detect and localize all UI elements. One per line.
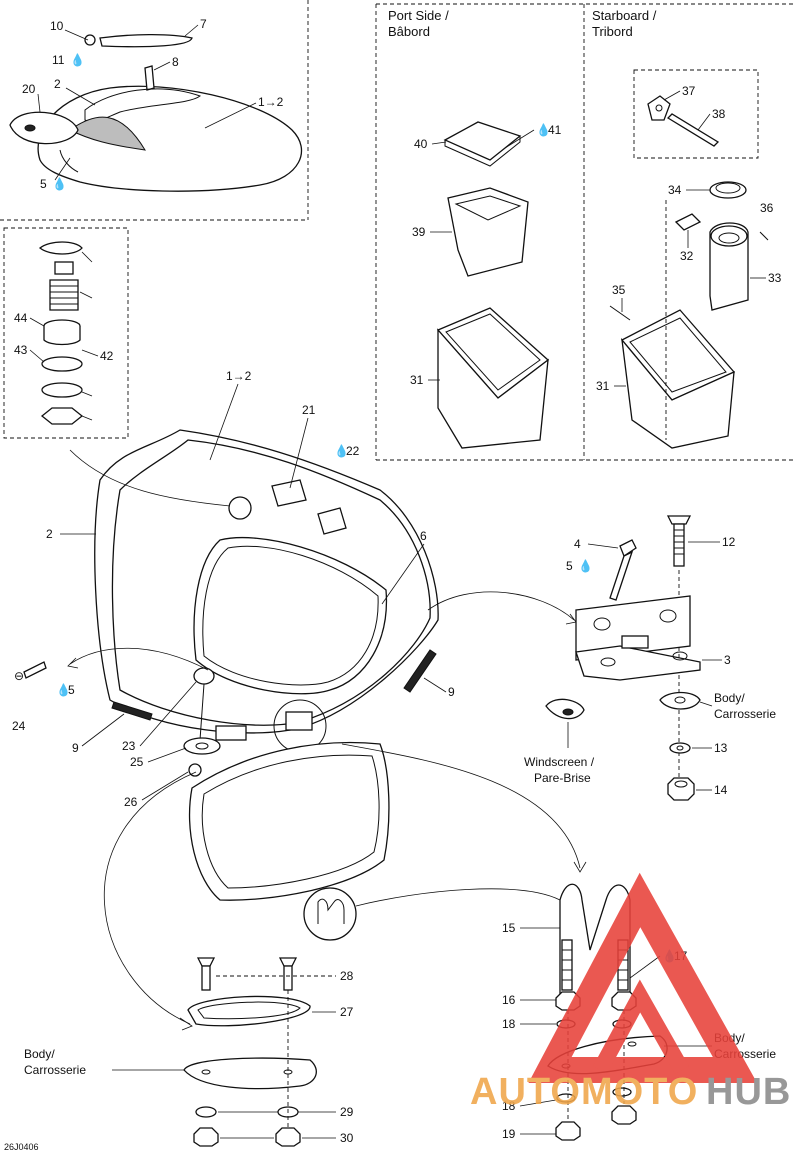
- label-41: 41: [548, 123, 562, 137]
- label-28: 28: [340, 969, 354, 983]
- label-38: 38: [712, 107, 726, 121]
- label-30: 30: [340, 1131, 354, 1145]
- oil-drop-icon: 💧: [536, 123, 551, 137]
- label-18-bottom: 18: [502, 1099, 516, 1113]
- label-31-starboard: 31: [596, 379, 610, 393]
- starboard-bin: [609, 95, 769, 449]
- label-13: 13: [714, 741, 728, 755]
- starboard-header-fr: Tribord: [592, 24, 633, 39]
- label-14: 14: [714, 783, 728, 797]
- label-5: 5: [40, 177, 47, 191]
- body-caption-ring-fr: Carrosserie: [24, 1063, 86, 1077]
- windscreen-caption: Windscreen /: [524, 755, 595, 769]
- port-side-header: Port Side /: [388, 8, 449, 23]
- arrow-to-screw: [69, 647, 209, 671]
- hinge-assembly: [545, 515, 701, 801]
- label-26: 26: [124, 795, 138, 809]
- label-12: 12: [722, 535, 736, 549]
- label-31-port: 31: [410, 373, 424, 387]
- watermark-text-hub: HUB: [706, 1071, 791, 1113]
- label-22: 22: [346, 444, 360, 458]
- ring-assembly: [183, 957, 317, 1147]
- watermark-inner-triangle: [592, 979, 689, 1074]
- label-25: 25: [130, 755, 144, 769]
- clip-detail: [317, 898, 345, 924]
- label-32: 32: [680, 249, 694, 263]
- body-caption-ring: Body/: [24, 1047, 55, 1061]
- label-9-right: 9: [448, 685, 455, 699]
- oil-drop-icon: 💧: [578, 559, 593, 573]
- watermark-triangle-logo: [528, 872, 758, 1083]
- label-33: 33: [768, 271, 782, 285]
- label-3: 3: [724, 653, 731, 667]
- label-36: 36: [760, 201, 774, 215]
- label-5-hood: 5: [68, 683, 75, 697]
- label-2-hood: 2: [46, 527, 53, 541]
- top-left-assembly: [9, 33, 303, 192]
- label-42: 42: [100, 349, 114, 363]
- body-caption-hinge: Body/: [714, 691, 745, 705]
- label-24: 24: [12, 719, 26, 733]
- label-18-top: 18: [502, 1017, 516, 1031]
- label-7: 7: [200, 17, 207, 31]
- label-19: 19: [502, 1127, 516, 1141]
- watermark-text-automoto: AUTOMOTO: [470, 1071, 698, 1113]
- label-2: 2: [54, 77, 61, 91]
- label-1-to-2: 1→2: [258, 95, 284, 109]
- label-35: 35: [612, 283, 626, 297]
- label-44: 44: [14, 311, 28, 325]
- oil-drop-icon: 💧: [70, 53, 85, 67]
- cap-stack: [38, 241, 84, 425]
- oil-drop-icon: 💧: [52, 177, 67, 191]
- window-frame: [188, 741, 390, 901]
- hood-assembly: [94, 429, 439, 777]
- label-27: 27: [340, 1005, 354, 1019]
- label-37: 37: [682, 84, 696, 98]
- label-21: 21: [302, 403, 316, 417]
- port-side-header-fr: Bâbord: [388, 24, 430, 39]
- label-15: 15: [502, 921, 516, 935]
- label-9-left: 9: [72, 741, 79, 755]
- automotohub-watermark: AUTOMOTO HUB: [470, 872, 791, 1113]
- oil-drop-icon: 💧: [56, 683, 71, 697]
- windscreen-caption-fr: Pare-Brise: [534, 771, 591, 785]
- label-6: 6: [420, 529, 427, 543]
- clip-detail-circle: [303, 887, 357, 941]
- label-40: 40: [414, 137, 428, 151]
- oil-drop-icon: 💧: [334, 444, 349, 458]
- label-5-hinge: 5: [566, 559, 573, 573]
- label-4: 4: [574, 537, 581, 551]
- arrow-to-ring: [103, 771, 197, 1025]
- label-8: 8: [172, 55, 179, 69]
- body-caption-hinge-fr: Carrosserie: [714, 707, 776, 721]
- label-1-to-2-hood: 1→2: [226, 369, 252, 383]
- label-29: 29: [340, 1105, 354, 1119]
- label-10: 10: [50, 19, 64, 33]
- screw-icon: ⊖: [14, 669, 24, 683]
- label-16: 16: [502, 993, 516, 1007]
- label-11: 11: [52, 53, 65, 67]
- label-34: 34: [668, 183, 682, 197]
- port-side-bin: [436, 121, 550, 449]
- label-43: 43: [14, 343, 28, 357]
- inset-boxes: [0, 0, 796, 461]
- arrow-to-clip: [341, 743, 581, 869]
- tool-inset-box: [633, 69, 759, 159]
- label-39: 39: [412, 225, 426, 239]
- arrow-from-cap: [69, 449, 231, 507]
- arrow-to-hinge: [427, 591, 575, 621]
- starboard-header: Starboard /: [592, 8, 657, 23]
- label-23: 23: [122, 739, 136, 753]
- label-20: 20: [22, 82, 36, 96]
- diagram-code: 26J0406: [4, 1142, 39, 1152]
